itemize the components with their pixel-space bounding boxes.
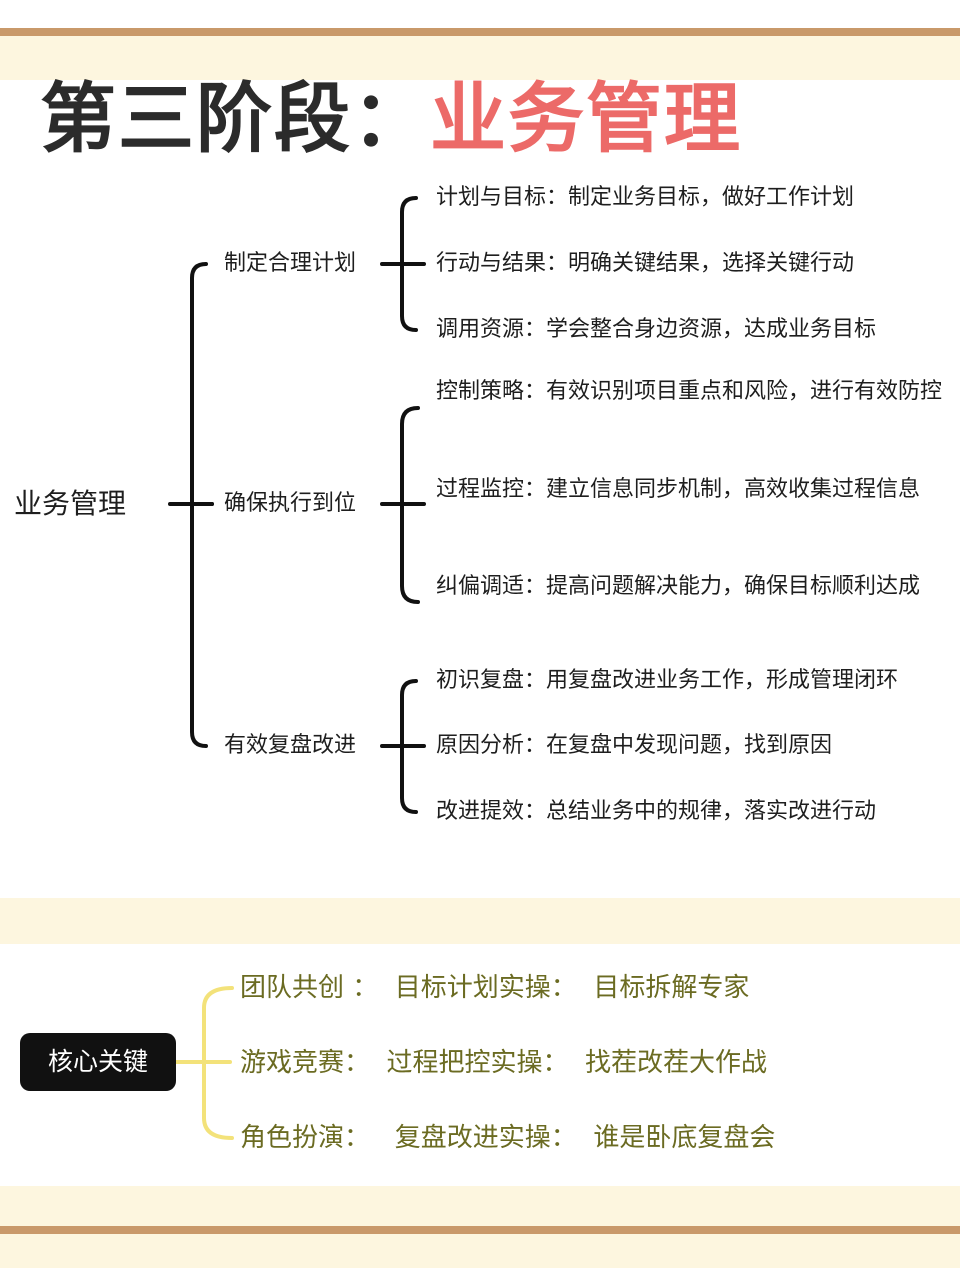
- leaf-review-1: 初识复盘：用复盘改进业务工作，形成管理闭环: [436, 668, 899, 693]
- leaf-review-3: 改进提效：总结业务中的规律，落实改进行动: [436, 799, 877, 824]
- leaf-plan-1: 计划与目标：制定业务目标，做好工作计划: [436, 185, 855, 210]
- leaf-execute-1: 控制策略：有效识别项目重点和风险，进行有效防控: [436, 379, 943, 404]
- page-title: 第三阶段：业务管理: [40, 74, 742, 164]
- top-band: [0, 36, 960, 80]
- core-key-box: 核心关键: [20, 1033, 176, 1091]
- mind-map-connectors: [168, 196, 426, 814]
- bottom-band: [0, 1186, 960, 1226]
- title-prefix: 第三阶段：: [40, 74, 430, 163]
- leaf-execute-3: 纠偏调适：提高问题解决能力，确保目标顺利达成: [436, 574, 921, 599]
- middle-band: [0, 898, 960, 944]
- key-connectors: [174, 986, 234, 1140]
- key-item-3: 角色扮演： 复盘改进实操： 谁是卧底复盘会: [240, 1123, 776, 1153]
- key-item-2: 游戏竞赛： 过程把控实操： 找茬改茬大作战: [240, 1048, 768, 1078]
- bottom-accent-line: [0, 1226, 960, 1234]
- leaf-plan-2: 行动与结果：明确关键结果，选择关键行动: [436, 251, 855, 276]
- top-accent-line: [0, 28, 960, 36]
- branch-plan: 制定合理计划: [224, 251, 357, 276]
- leaf-execute-2: 过程监控：建立信息同步机制，高效收集过程信息: [436, 477, 921, 502]
- leaf-review-2: 原因分析：在复盘中发现问题，找到原因: [436, 733, 833, 758]
- bottom-band-lower: [0, 1234, 960, 1268]
- title-highlight: 业务管理: [430, 74, 742, 163]
- key-bracket: [202, 986, 234, 1140]
- root-node: 业务管理: [14, 487, 127, 520]
- branch-execute: 确保执行到位: [224, 491, 357, 516]
- leaf-plan-3: 调用资源：学会整合身边资源，达成业务目标: [436, 317, 877, 342]
- key-item-1: 团队共创 ： 目标计划实操： 目标拆解专家: [240, 973, 750, 1003]
- branch-review: 有效复盘改进: [224, 733, 357, 758]
